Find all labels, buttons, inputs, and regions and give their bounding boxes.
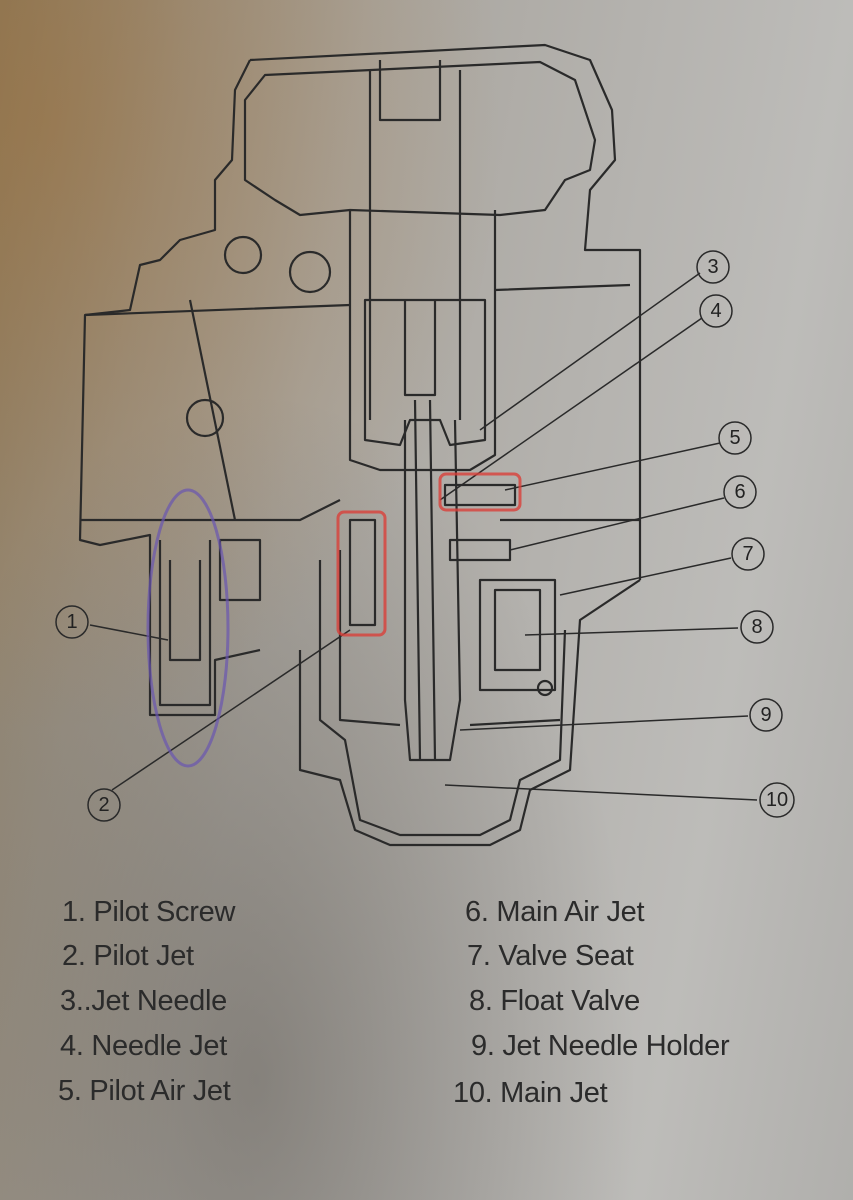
legend-item-1: 1. Pilot Screw [62,896,236,928]
pilot-screw [158,540,212,707]
callout-8: 8 [740,610,774,644]
float-bowl [298,579,641,847]
legend-item-6: 6. Main Air Jet [465,896,645,928]
leader-lines [89,272,758,801]
callout-9: 9 [749,698,783,732]
carb-body [80,283,640,522]
svg-text:3: 3 [707,256,718,278]
legend-item-3: 3..Jet Needle [60,985,227,1017]
callout-6: 6 [723,475,757,509]
legend-item-8: 8. Float Valve [469,985,640,1017]
legend-item-5: 5. Pilot Air Jet [58,1075,231,1107]
callout-2: 2 [87,788,121,822]
svg-text:6: 6 [734,481,745,503]
legend-item-7: 7. Valve Seat [467,940,634,972]
callout-4: 4 [699,294,733,328]
svg-text:7: 7 [742,543,753,565]
svg-text:5: 5 [729,427,740,449]
piston-chamber [348,210,497,472]
callout-5: 5 [718,421,752,455]
red-highlight-pilot-air-jet [438,472,522,512]
svg-text:1: 1 [66,611,77,633]
svg-text:2: 2 [98,794,109,816]
legend-item-9: 9. Jet Needle Holder [471,1030,730,1062]
jet-needle [413,399,437,761]
legend-item-10: 10. Main Jet [453,1077,608,1109]
svg-text:4: 4 [710,300,721,322]
callout-10: 10 [759,782,795,818]
float-valve [478,578,557,692]
svg-text:8: 8 [751,616,762,638]
top-cover [249,43,642,580]
red-highlight-pilot-jet [336,510,387,637]
legend-item-4: 4. Needle Jet [60,1030,227,1062]
svg-text:10: 10 [766,789,788,811]
callout-3: 3 [696,250,730,284]
purple-highlight-pilot-screw [146,488,230,768]
callout-1: 1 [55,605,89,639]
svg-text:9: 9 [760,704,771,726]
callout-7: 7 [731,537,765,571]
legend-item-2: 2. Pilot Jet [62,940,194,972]
